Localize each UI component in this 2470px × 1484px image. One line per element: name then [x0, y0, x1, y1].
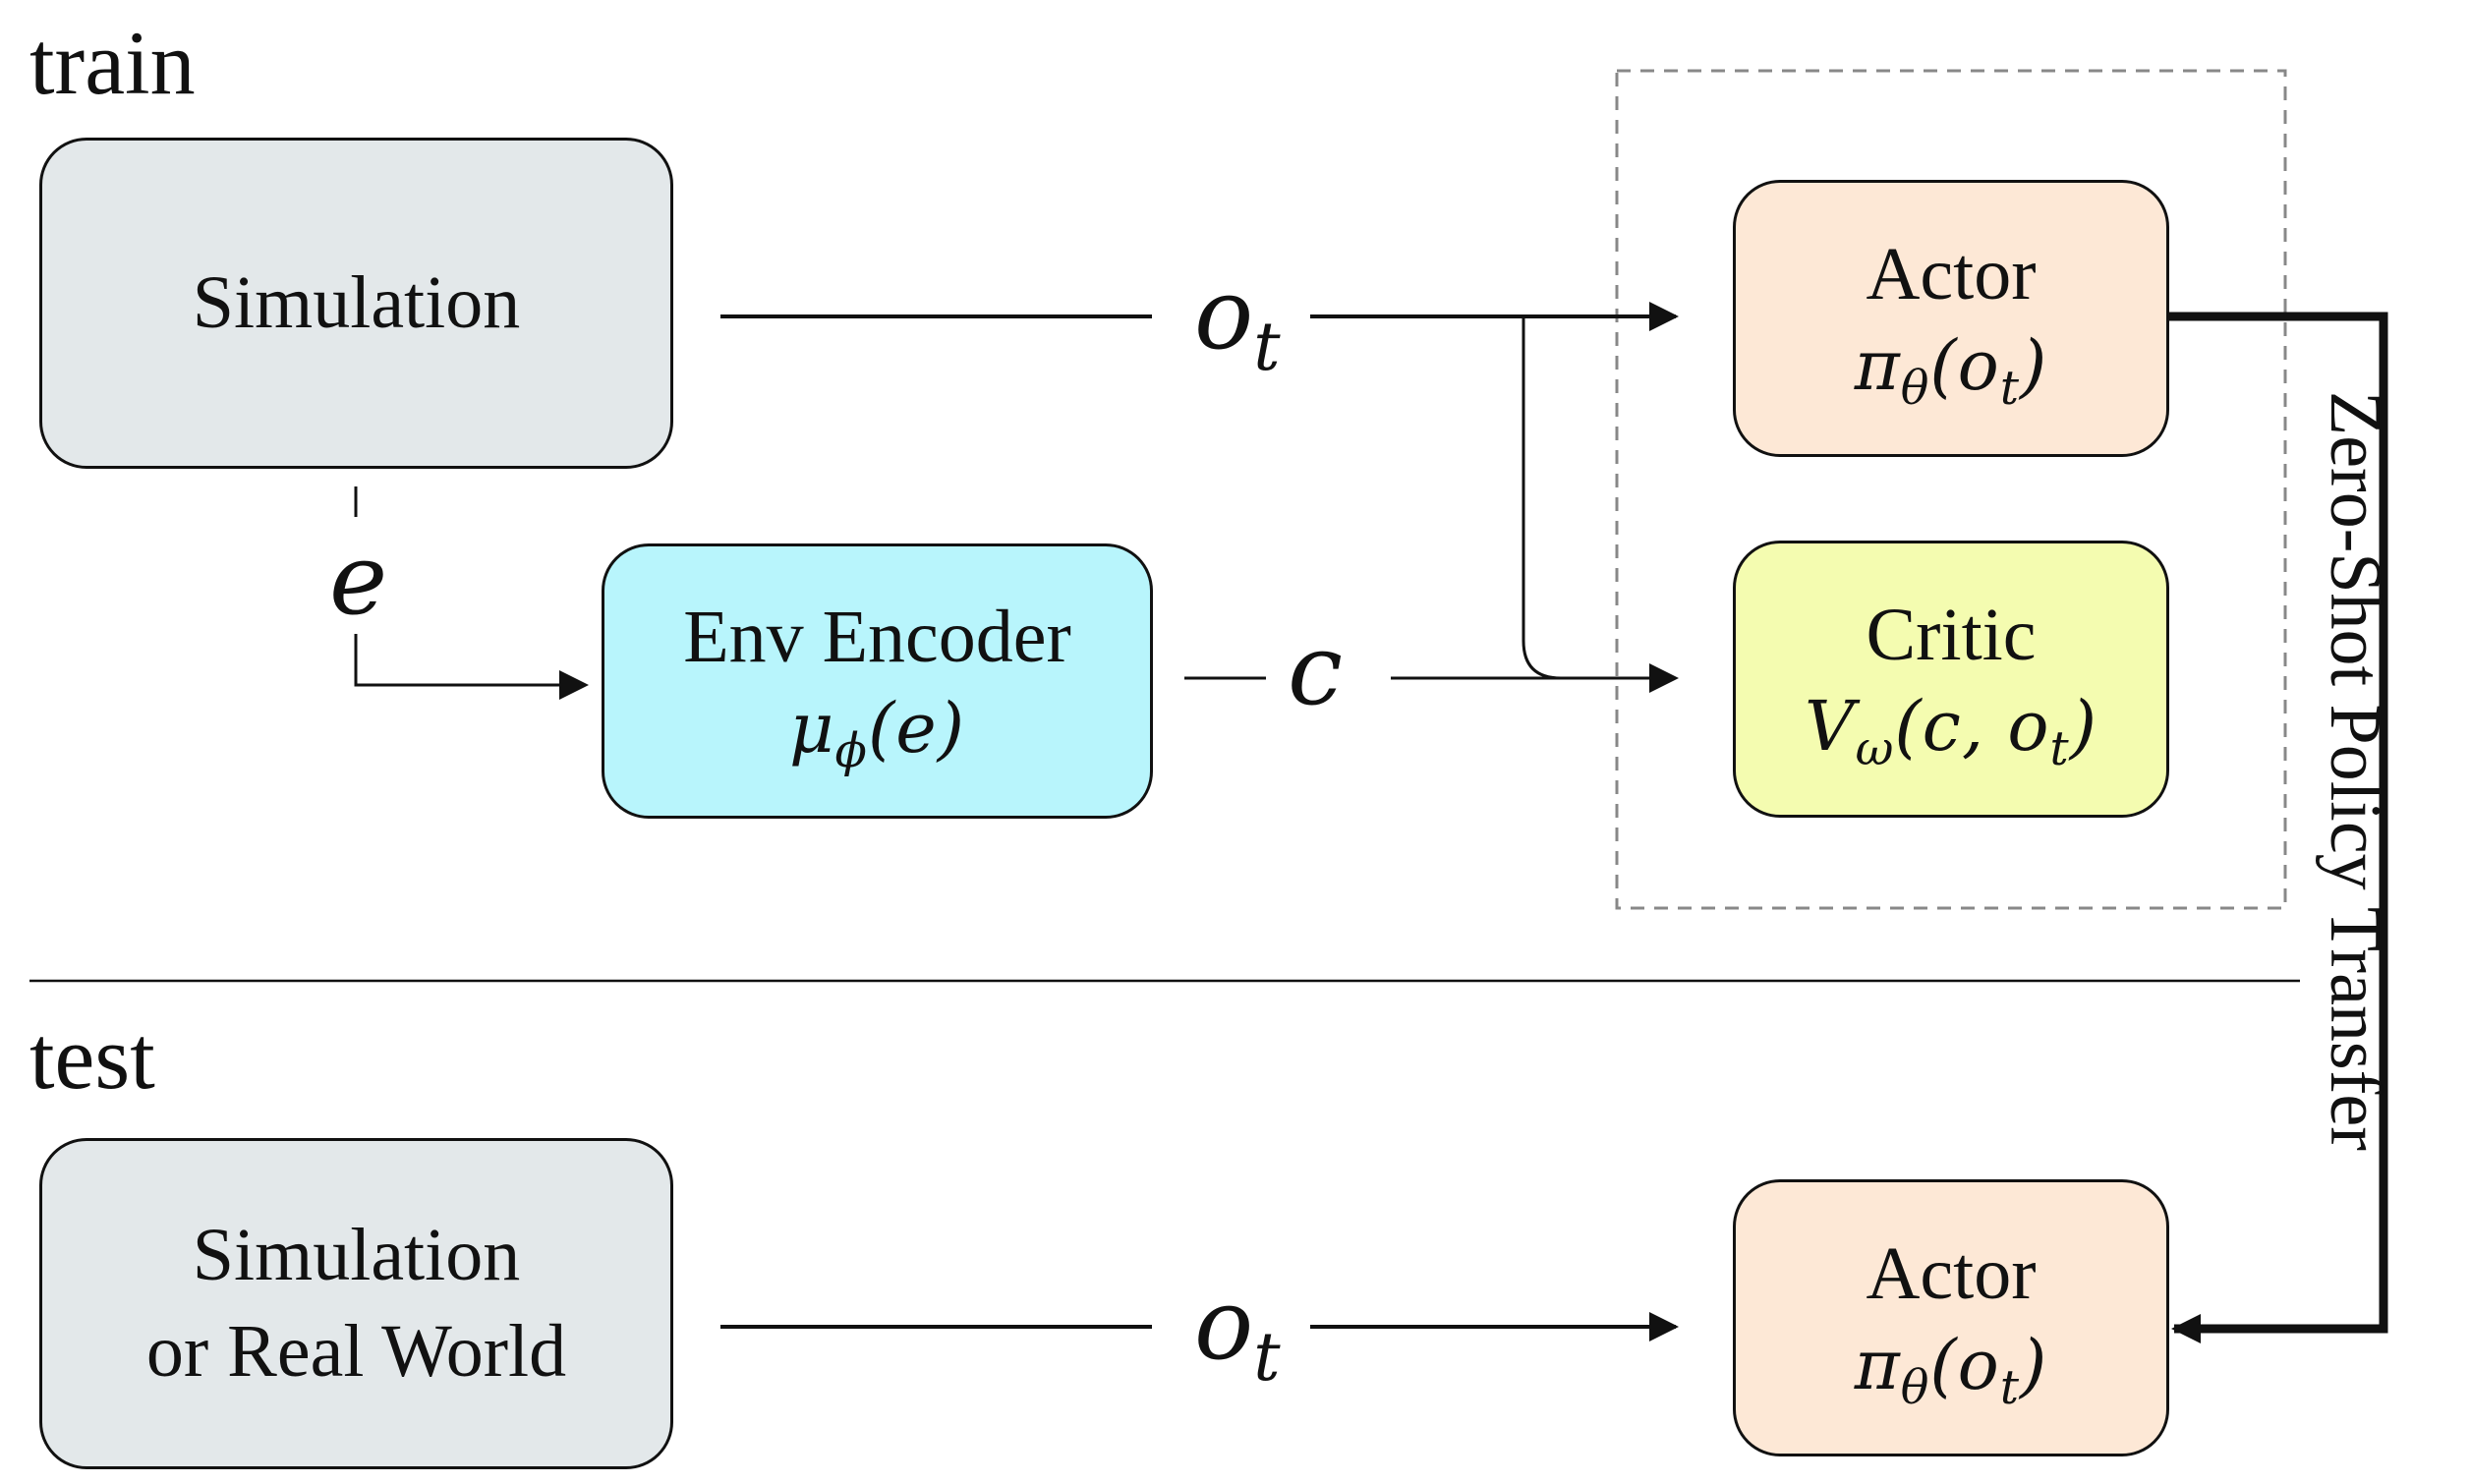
env-encoder-title: Env Encoder	[683, 595, 1071, 678]
train-observation-label: ot	[1194, 257, 1281, 386]
edge-zero-shot-transfer	[2169, 312, 2388, 1343]
test-observation-label: ot	[1194, 1267, 1281, 1397]
train-actor-box: Actor πθ(ot)	[1733, 180, 2169, 457]
env-encoder-formula: μϕ(e)	[789, 687, 965, 779]
context-label: c	[1288, 612, 1344, 727]
env-params-label: e	[329, 522, 388, 637]
edge-obs-to-critic	[1522, 316, 1562, 680]
test-environment-line2: or Real World	[145, 1309, 567, 1393]
test-actor-formula: πθ(ot)	[1854, 1324, 2048, 1416]
test-section-label: test	[29, 1007, 155, 1108]
actor-critic-group	[1615, 69, 2287, 910]
test-actor-title: Actor	[1866, 1231, 2037, 1315]
critic-box: Critic Vω(c, ot)	[1733, 541, 2169, 818]
train-simulation-label: Simulation	[192, 260, 521, 344]
test-actor-box: Actor πθ(ot)	[1733, 1179, 2169, 1456]
train-section-label: train	[29, 13, 196, 113]
edge-env-to-encoder	[354, 634, 589, 700]
env-encoder-box: Env Encoder μϕ(e)	[602, 543, 1153, 819]
test-environment-line1: Simulation	[192, 1214, 521, 1297]
critic-formula: Vω(c, ot)	[1805, 685, 2097, 777]
train-simulation-box: Simulation	[39, 138, 673, 469]
critic-title: Critic	[1866, 593, 2037, 676]
train-actor-title: Actor	[1866, 232, 2037, 315]
train-actor-formula: πθ(ot)	[1854, 324, 2048, 417]
test-environment-box: Simulation or Real World	[39, 1138, 673, 1469]
